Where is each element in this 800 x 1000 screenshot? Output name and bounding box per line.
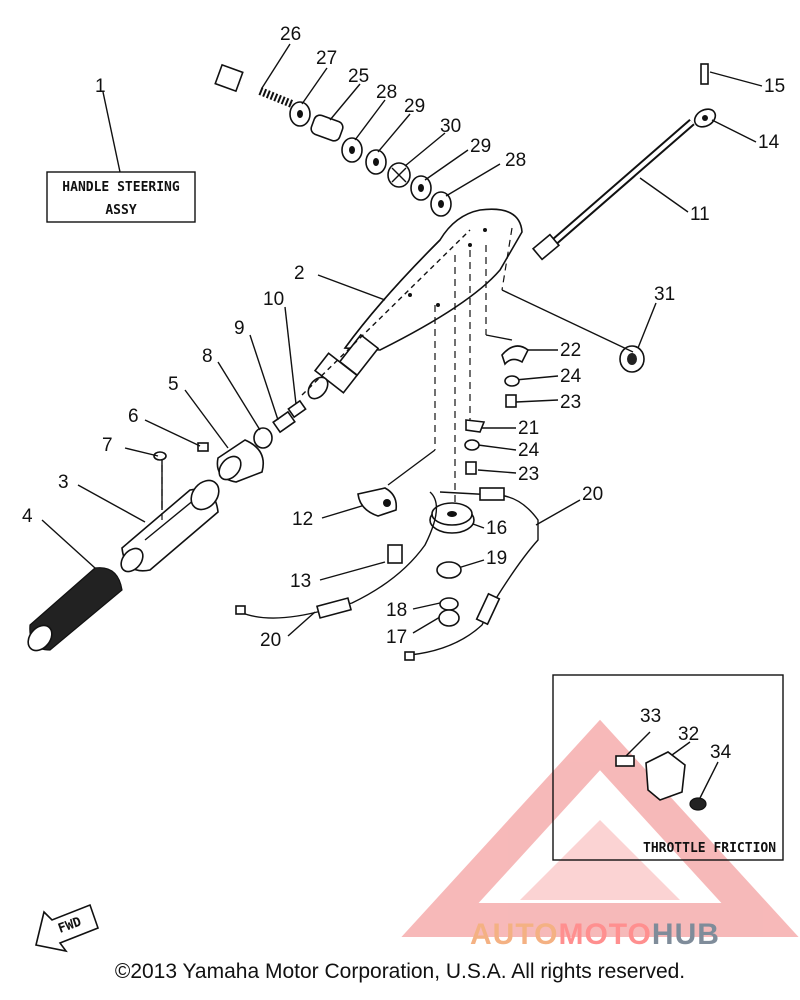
nut-31 — [619, 345, 645, 373]
callout-numbers: 1 2 3 4 5 6 7 8 9 10 11 12 13 14 15 16 1… — [22, 24, 785, 763]
callout-12: 12 — [292, 509, 313, 530]
callout-21: 21 — [518, 418, 539, 439]
screw-6 — [197, 442, 209, 452]
callout-9: 9 — [234, 318, 245, 339]
callout-2: 2 — [294, 263, 305, 284]
callout-30: 30 — [440, 116, 461, 137]
watermark-text: AUTOMOTOHUB — [470, 918, 800, 954]
callout-10: 10 — [263, 289, 284, 310]
callout-29b: 29 — [470, 136, 491, 157]
nut-17 — [438, 609, 460, 627]
assembly-lines — [161, 227, 634, 520]
callout-17: 17 — [386, 627, 407, 648]
clip-21 — [465, 419, 486, 433]
callout-20a: 20 — [582, 484, 603, 505]
handle-steering-assy-box: HANDLE STEERING ASSY — [46, 91, 196, 223]
callout-32: 32 — [678, 724, 699, 745]
callout-5: 5 — [168, 374, 179, 395]
pin-15 — [700, 63, 709, 85]
clip-22 — [501, 345, 530, 366]
callout-28b: 28 — [505, 150, 526, 171]
callout-25: 25 — [348, 66, 369, 87]
grip-4 — [27, 567, 123, 652]
throttle-shaft-3 — [120, 479, 220, 573]
callout-20b: 20 — [260, 630, 281, 651]
handle-box-line1: HANDLE STEERING — [62, 180, 180, 195]
handle-body-2 — [307, 208, 523, 400]
collar-25 — [310, 114, 344, 142]
callout-8: 8 — [202, 346, 213, 367]
callout-11: 11 — [690, 204, 710, 225]
callout-1: 1 — [95, 76, 106, 97]
callout-4: 4 — [22, 506, 33, 527]
watermark-moto: MOTO — [558, 918, 652, 951]
part-10 — [287, 399, 307, 419]
copyright-notice: ©2013 Yamaha Motor Corporation, U.S.A. A… — [114, 960, 686, 983]
leader-lines — [41, 43, 763, 637]
callout-31: 31 — [654, 284, 675, 305]
callout-27: 27 — [316, 48, 337, 69]
callout-23a: 23 — [560, 392, 581, 413]
callout-24b: 24 — [518, 440, 540, 461]
pulley-16 — [429, 502, 475, 534]
inset-caption: THROTTLE FRICTION — [643, 841, 776, 856]
callout-18: 18 — [386, 600, 407, 621]
callout-13: 13 — [290, 571, 311, 592]
part-19 — [436, 561, 462, 579]
callout-24a: 24 — [560, 366, 582, 387]
screw-23b — [465, 461, 477, 475]
callout-29a: 29 — [404, 96, 425, 117]
bolt-26 — [214, 63, 294, 108]
friction-block-32 — [645, 751, 686, 801]
watermark-hub: HUB — [651, 918, 720, 951]
bracket-12 — [357, 487, 398, 517]
washer-18 — [439, 597, 459, 611]
callout-6: 6 — [128, 406, 139, 427]
fwd-arrow-icon: FWD — [35, 903, 100, 953]
handle-box-line2: ASSY — [105, 203, 136, 218]
callout-33: 33 — [640, 706, 661, 727]
washer-24a — [504, 375, 520, 387]
throttle-cables-20 — [235, 487, 539, 661]
callout-22: 22 — [560, 340, 581, 361]
screw-23a — [505, 394, 517, 408]
callout-19: 19 — [486, 548, 507, 569]
sleeve-5 — [216, 439, 264, 483]
callout-34: 34 — [710, 742, 732, 763]
callout-26: 26 — [280, 24, 301, 45]
callout-3: 3 — [58, 472, 69, 493]
watermark-logo-icon — [401, 719, 799, 937]
callout-28a: 28 — [376, 82, 397, 103]
joint-14 — [693, 108, 717, 128]
washer-24b — [464, 439, 480, 451]
screw-33 — [615, 755, 635, 767]
bolt-13 — [387, 544, 403, 564]
watermark-auto: AUTO — [470, 918, 559, 951]
callout-23b: 23 — [518, 464, 539, 485]
spring-9 — [272, 410, 296, 434]
callout-14: 14 — [758, 132, 780, 153]
callout-7: 7 — [102, 435, 113, 456]
throttle-rod-11 — [531, 118, 695, 261]
washer-8 — [253, 427, 273, 449]
callout-16: 16 — [486, 518, 507, 539]
throttle-friction-inset: THROTTLE FRICTION — [552, 674, 784, 861]
nut-34 — [689, 797, 707, 811]
callout-15: 15 — [764, 76, 785, 97]
